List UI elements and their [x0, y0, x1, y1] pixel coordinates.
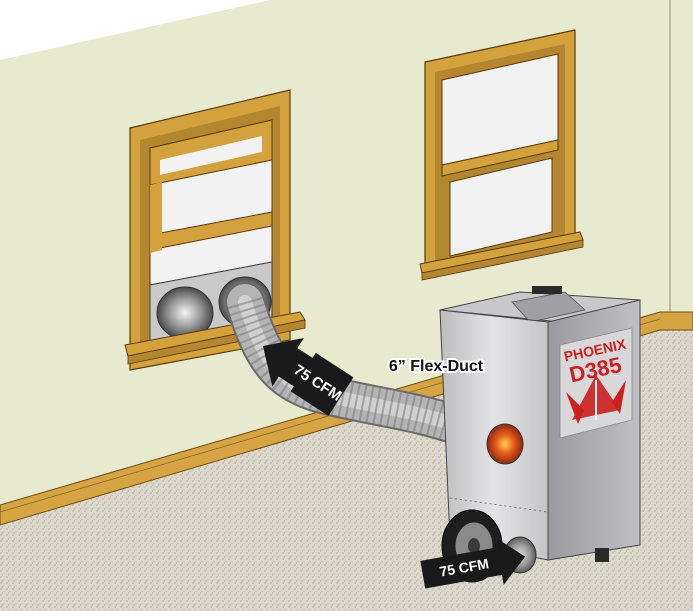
dehumidifier-unit: PHOENIX D385: [440, 286, 640, 582]
flex-duct-label: 6” Flex-Duct: [389, 358, 484, 375]
unit-foot: [595, 548, 609, 562]
left-window-stile-left: [150, 182, 162, 253]
left-window: [125, 90, 305, 370]
unit-handle: [532, 286, 562, 294]
unit-inlet-port: [487, 424, 523, 464]
right-window: [420, 30, 583, 280]
